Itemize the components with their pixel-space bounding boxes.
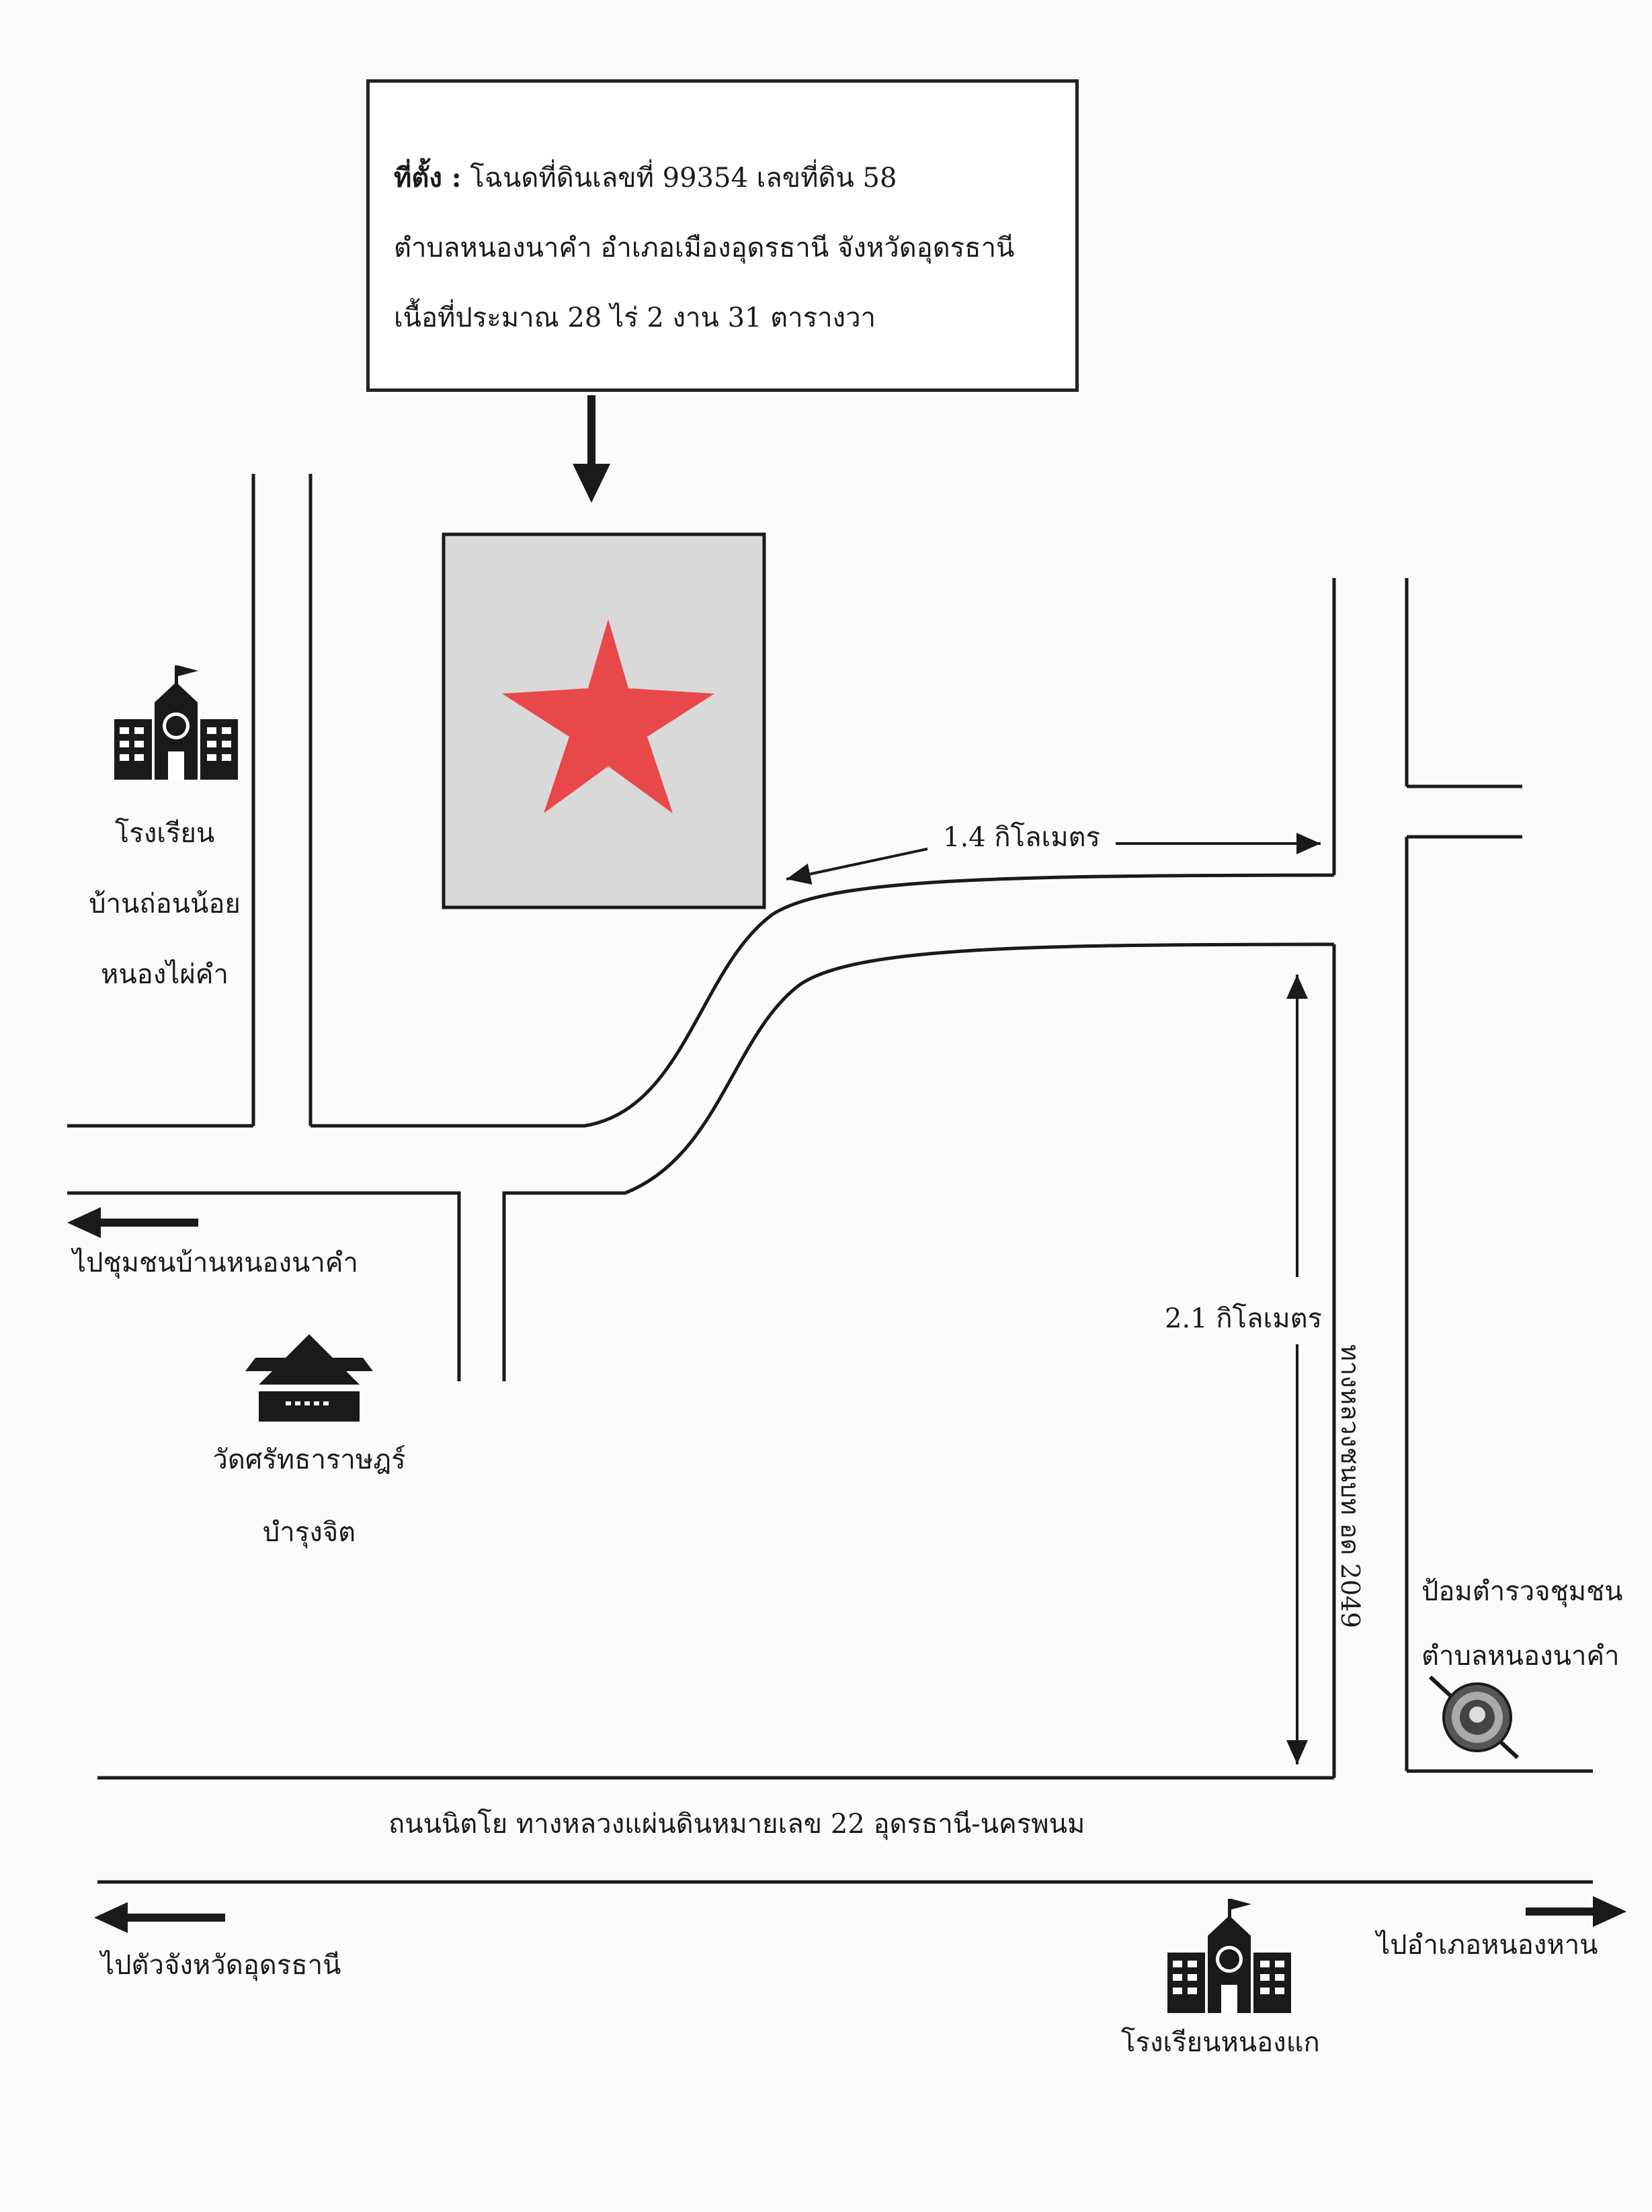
to-community-label: ไปชุมชนบ้านหนองนาคำ	[73, 1247, 358, 1278]
location-info-box: ที่ตั้ง : โฉนดที่ดินเลขที่ 99354 เลขที่ด…	[366, 79, 1079, 392]
direction-arrows	[67, 1207, 1626, 1933]
to-udon-label: ไปตัวจังหวัดอุดรธานี	[101, 1950, 341, 1981]
school-icon	[114, 665, 238, 780]
temple-label: วัดศรัทธาราษฎร์ บำรุงจิต	[188, 1424, 430, 1569]
location-address: ตำบลหนองนาคำ อำเภอเมืองอุดรธานี จังหวัดอ…	[394, 233, 1015, 263]
temple-line1: วัดศรัทธาราษฎร์	[212, 1444, 406, 1475]
police-line2: ตำบลหนองนาคำ	[1421, 1641, 1620, 1672]
temple-line2: บำรุงจิต	[262, 1517, 356, 1548]
star-icon	[502, 619, 714, 813]
location-label: ที่ตั้ง :	[394, 162, 462, 194]
police-label: ป้อมตำรวจชุมชน ตำบลหนองนาคำ	[1421, 1559, 1623, 1688]
police-line1: ป้อมตำรวจชุมชน	[1421, 1576, 1623, 1607]
distance-right-label: 2.1 กิโลเมตร	[1165, 1303, 1323, 1334]
school-left-line3: หนองไผ่คำ	[100, 959, 229, 990]
school-icon	[1167, 1899, 1291, 2013]
to-nonghan-label: ไปอำเภอหนองหาน	[1376, 1930, 1598, 1961]
distance-top-label: 1.4 กิโลเมตร	[943, 822, 1101, 853]
temple-icon	[245, 1334, 373, 1422]
location-area: เนื้อที่ประมาณ 28 ไร่ 2 งาน 31 ตารางวา	[394, 302, 876, 333]
main-road-label: ถนนนิตโย ทางหลวงแผ่นดินหมายเลข 22 อุดรธา…	[388, 1809, 1085, 1840]
distance-arrows	[786, 833, 1321, 1764]
roads	[67, 474, 1593, 1884]
school-left-line2: บ้านถ่อนน้อย	[89, 889, 241, 919]
school-bottom-label: โรงเรียนหนองแก	[1121, 2027, 1320, 2058]
pointer-arrow	[573, 395, 610, 503]
police-emblem-icon	[1428, 1675, 1520, 1760]
school-left-label: โรงเรียน บ้านถ่อนน้อย หนองไผ่คำ	[71, 798, 259, 1010]
school-left-line1: โรงเรียน	[114, 818, 215, 849]
deed-number: โฉนดที่ดินเลขที่ 99354 เลขที่ดิน 58	[470, 163, 897, 194]
highway-2049-label: ทางหลวงชนบท อด 2049	[1335, 1344, 1365, 1629]
